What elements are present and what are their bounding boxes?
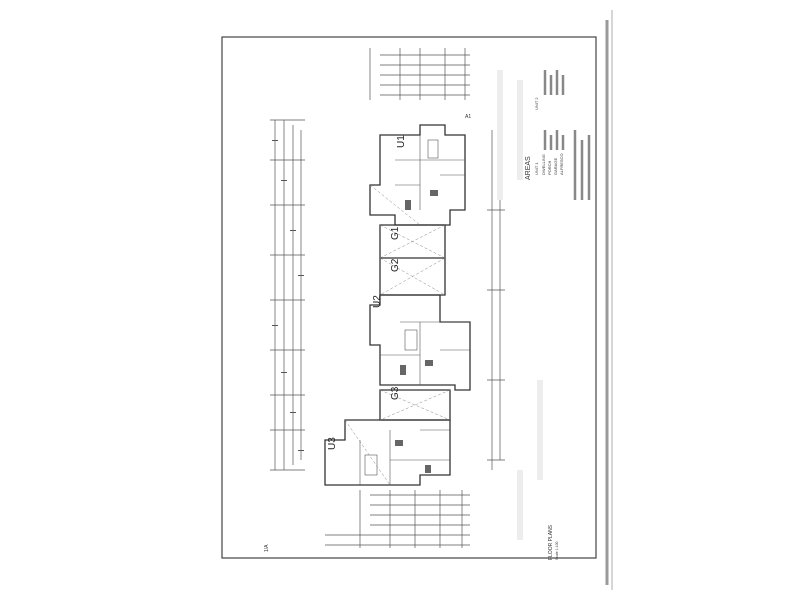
areas-row-1: PORCH	[547, 160, 552, 175]
areas-col1: UNIT 1	[534, 162, 539, 175]
north-marker: A1	[465, 114, 471, 120]
unit-1-footprint	[369, 124, 466, 226]
right-dimension-lines	[487, 130, 505, 470]
unit-label-g1: G1	[390, 226, 401, 240]
top-dimension-lines	[369, 48, 470, 100]
unit-label-u2: U2	[372, 295, 383, 308]
fixtures	[395, 190, 438, 473]
interior-walls	[359, 135, 470, 485]
areas-row-2: GARAGE	[553, 158, 558, 175]
drawing-border	[221, 36, 597, 559]
areas-title: AREAS	[525, 156, 532, 180]
unit-3-footprint	[324, 419, 451, 486]
unit-label-u3: U3	[327, 437, 338, 450]
floor-plans-scale: Scale 1:100	[555, 541, 559, 560]
garage-diagonals	[344, 184, 451, 486]
unit-label-g2: G2	[390, 258, 401, 272]
sheet-mark: 1/A	[264, 544, 270, 552]
areas-row-3: ALFRESCO	[559, 153, 564, 175]
left-dimension-ticks	[272, 140, 304, 451]
unit-labels: U1 G1 G2 U2 G3 U3	[327, 135, 407, 450]
garages-1-2-footprint	[379, 224, 446, 296]
unit-label-g3: G3	[390, 386, 401, 400]
areas-table: AREAS UNIT 1 UNIT 2 DWELLING PORCH GARAG…	[525, 70, 591, 200]
left-dimension-lines	[270, 119, 305, 471]
unit-2-footprint	[369, 294, 471, 391]
floor-plans-title: FLOOR PLANS	[548, 524, 554, 560]
faint-watermark	[497, 70, 543, 540]
title-block: FLOOR PLANS Scale 1:100	[548, 524, 559, 560]
areas-row-0: DWELLING	[541, 154, 546, 175]
areas-col2: UNIT 2	[534, 97, 539, 110]
unit-label-u1: U1	[396, 135, 407, 148]
bottom-dimension-lines	[325, 490, 470, 548]
